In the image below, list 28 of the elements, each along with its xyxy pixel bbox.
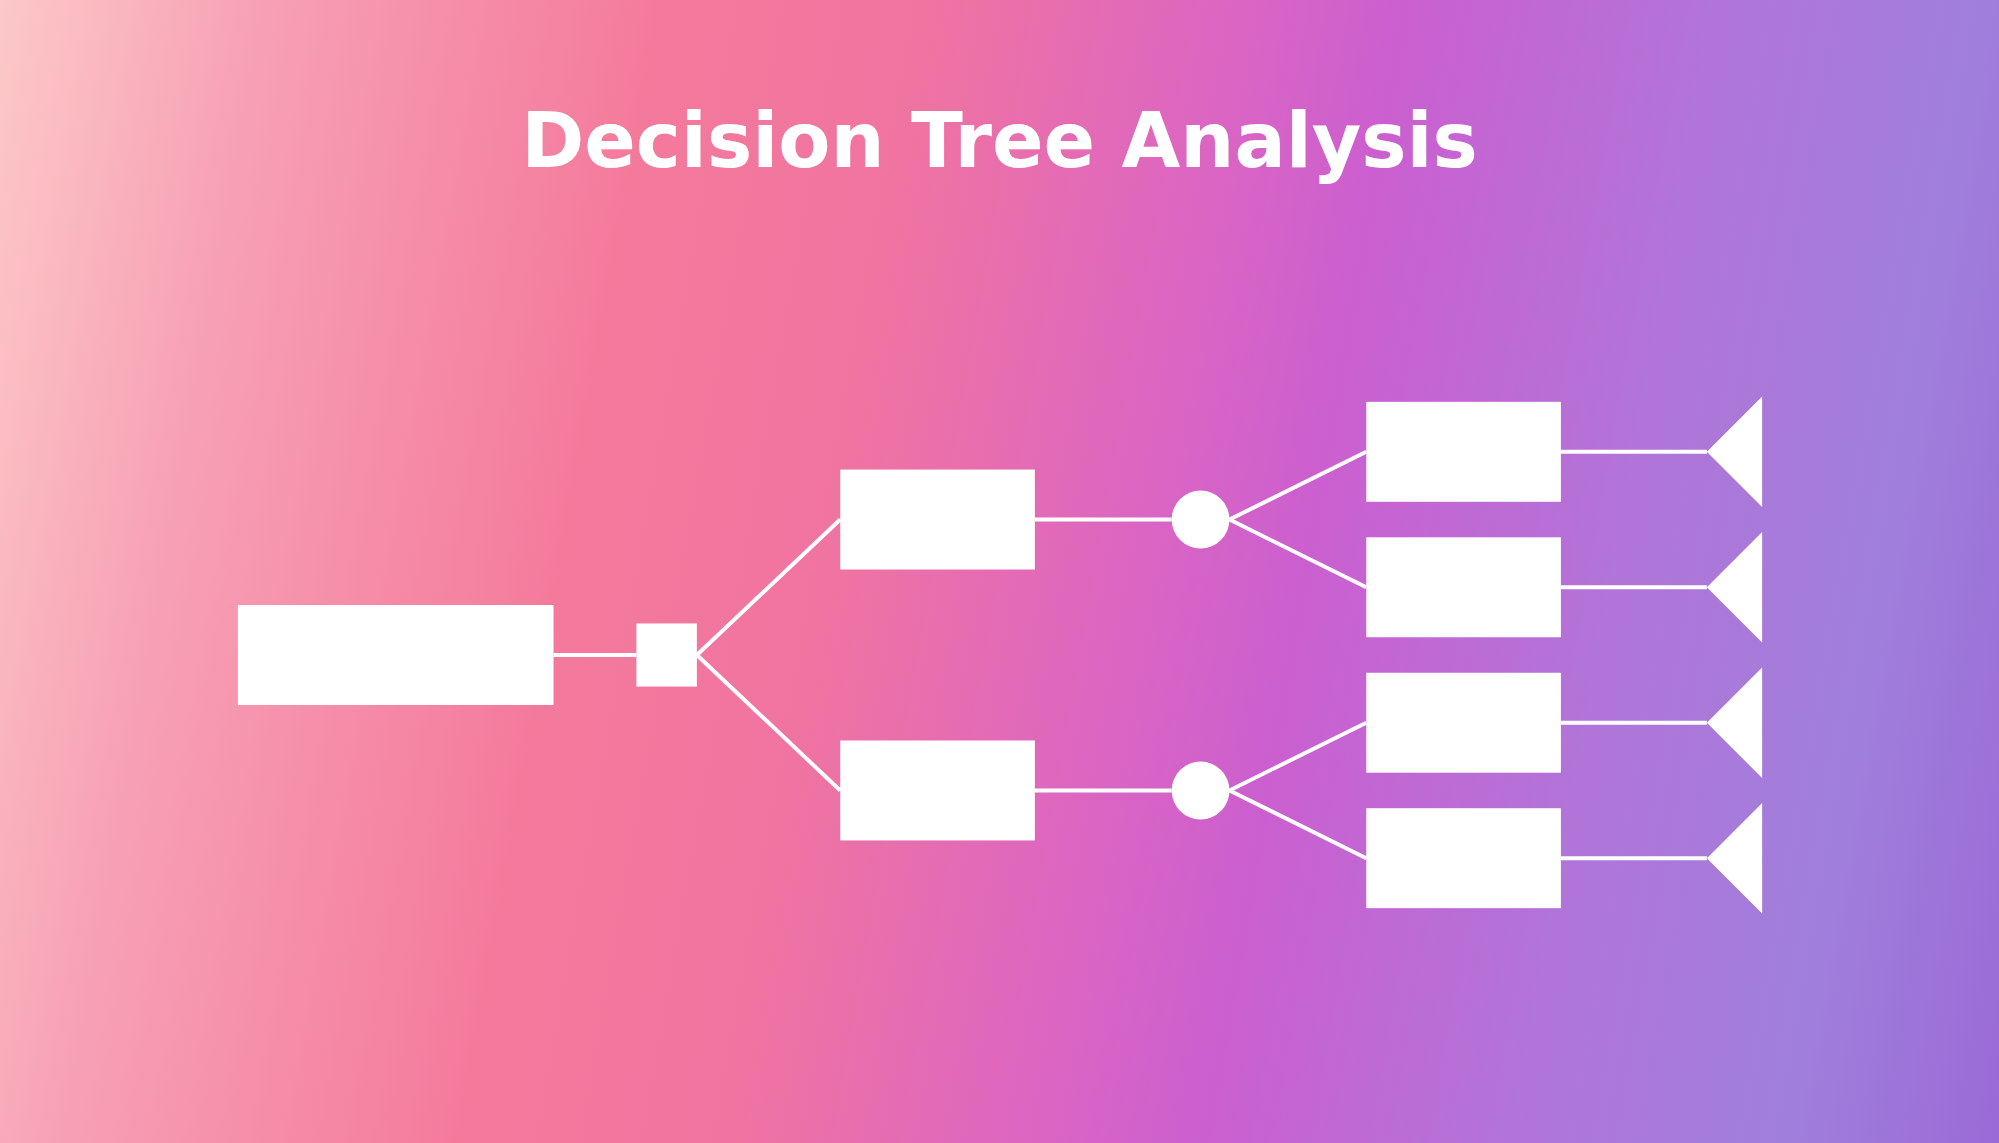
connector: [1034, 788, 1172, 793]
connector: [1228, 450, 1368, 522]
node-box: [237, 605, 554, 705]
node-box: [840, 469, 1035, 570]
node-box: [1366, 672, 1561, 773]
connector: [695, 518, 842, 657]
connector: [1228, 720, 1368, 793]
connector: [1560, 720, 1707, 725]
connector: [1228, 788, 1368, 860]
node-box: [1366, 808, 1561, 909]
connector: [1560, 856, 1707, 861]
connector: [1560, 449, 1707, 454]
node-box: [1366, 401, 1561, 502]
connector: [695, 653, 842, 792]
node-square: [636, 623, 697, 687]
node-circle: [1171, 761, 1230, 820]
node-box: [840, 740, 1035, 841]
node-triangle: [1706, 802, 1763, 914]
node-triangle: [1706, 532, 1763, 643]
connector: [1560, 585, 1707, 590]
connector: [1228, 517, 1368, 590]
node-triangle: [1706, 396, 1763, 508]
connector: [553, 653, 637, 657]
connector: [1034, 517, 1172, 522]
node-box: [1366, 537, 1561, 638]
title: Decision Tree Analysis: [520, 95, 1479, 187]
node-triangle: [1706, 667, 1763, 778]
node-circle: [1171, 490, 1230, 549]
